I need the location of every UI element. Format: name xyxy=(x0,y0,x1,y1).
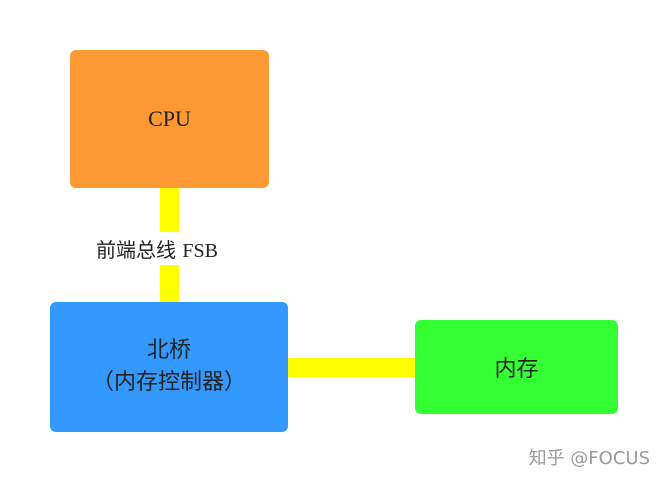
front-side-bus-label: 前端总线 FSB xyxy=(92,232,222,265)
cpu-label: CPU xyxy=(148,106,191,131)
northbridge-sublabel: （内存控制器） xyxy=(91,370,246,395)
fsb-label-en: FSB xyxy=(182,240,218,262)
memory-label: 内存 xyxy=(494,357,539,382)
northbridge-block: 北桥 （内存控制器） xyxy=(50,302,288,432)
northbridge-label: 北桥 xyxy=(146,338,191,363)
watermark: 知乎 @FOCUS xyxy=(528,448,650,469)
cpu-block: CPU xyxy=(70,50,269,188)
fsb-label-cn: 前端总线 xyxy=(96,238,176,262)
memory-bus-connector xyxy=(288,358,415,377)
memory-block: 内存 xyxy=(415,320,618,414)
